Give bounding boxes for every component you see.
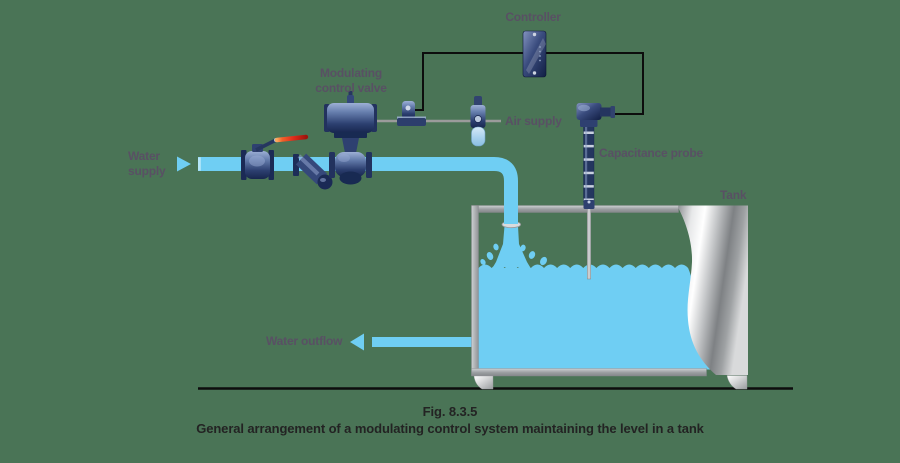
capacitance-probe [576, 103, 615, 280]
water-stream [493, 226, 530, 267]
tank-label: Tank [720, 188, 747, 202]
signal-line-probe-to-controller [546, 52, 644, 115]
capacitance-probe-label: Capacitance probe [599, 146, 703, 160]
water-supply-pipe [177, 156, 518, 224]
valve-yoke [342, 138, 359, 153]
air-supply-label: Air supply [505, 114, 562, 128]
tank-left-wall [471, 205, 479, 376]
strainer [293, 153, 333, 190]
water-outflow-pipe [350, 333, 476, 351]
splash-droplets [480, 243, 547, 266]
water-supply-label-line1: Water [128, 149, 160, 163]
modulating-control-valve [324, 91, 377, 185]
tank-water [478, 264, 714, 370]
signal-line-controller-to-valve [411, 52, 523, 111]
modulating-valve-label-line1: Modulating [320, 66, 382, 80]
tank-foot-left [473, 375, 494, 390]
modulating-valve-label-line2: control valve [315, 80, 387, 95]
probe-rod [587, 207, 591, 280]
water-supply-label-line2: supply [128, 163, 166, 178]
water-supply-label: Water supply [128, 149, 166, 178]
valve-actuator [327, 103, 374, 133]
figure-number: Fig. 8.3.5 [422, 404, 478, 419]
valve-lever-red-grip [274, 134, 309, 143]
filter-bowl [471, 126, 486, 147]
tank-bottom-edge [471, 368, 707, 377]
tank-foot-right [726, 375, 748, 390]
controller-unit [522, 30, 547, 78]
air-filter-regulator [470, 96, 486, 147]
valve-positioner [397, 101, 426, 126]
water-outflow-arrow-icon [350, 333, 364, 351]
controller-label: Controller [505, 10, 561, 24]
modulating-valve-label: Modulating control valve [301, 66, 401, 95]
ball-valve [241, 134, 309, 180]
water-supply-arrow-icon [177, 156, 191, 172]
tank-steel-panel [677, 205, 748, 375]
tank-top-edge [471, 205, 679, 213]
signal-lines [411, 52, 644, 115]
valve-body [335, 152, 366, 177]
valve-lever-arm [255, 138, 277, 152]
tank [471, 205, 748, 390]
probe-tank-fitting [583, 200, 595, 209]
figure-caption: General arrangement of a modulating cont… [196, 421, 704, 436]
water-outflow-label: Water outflow [266, 334, 343, 348]
